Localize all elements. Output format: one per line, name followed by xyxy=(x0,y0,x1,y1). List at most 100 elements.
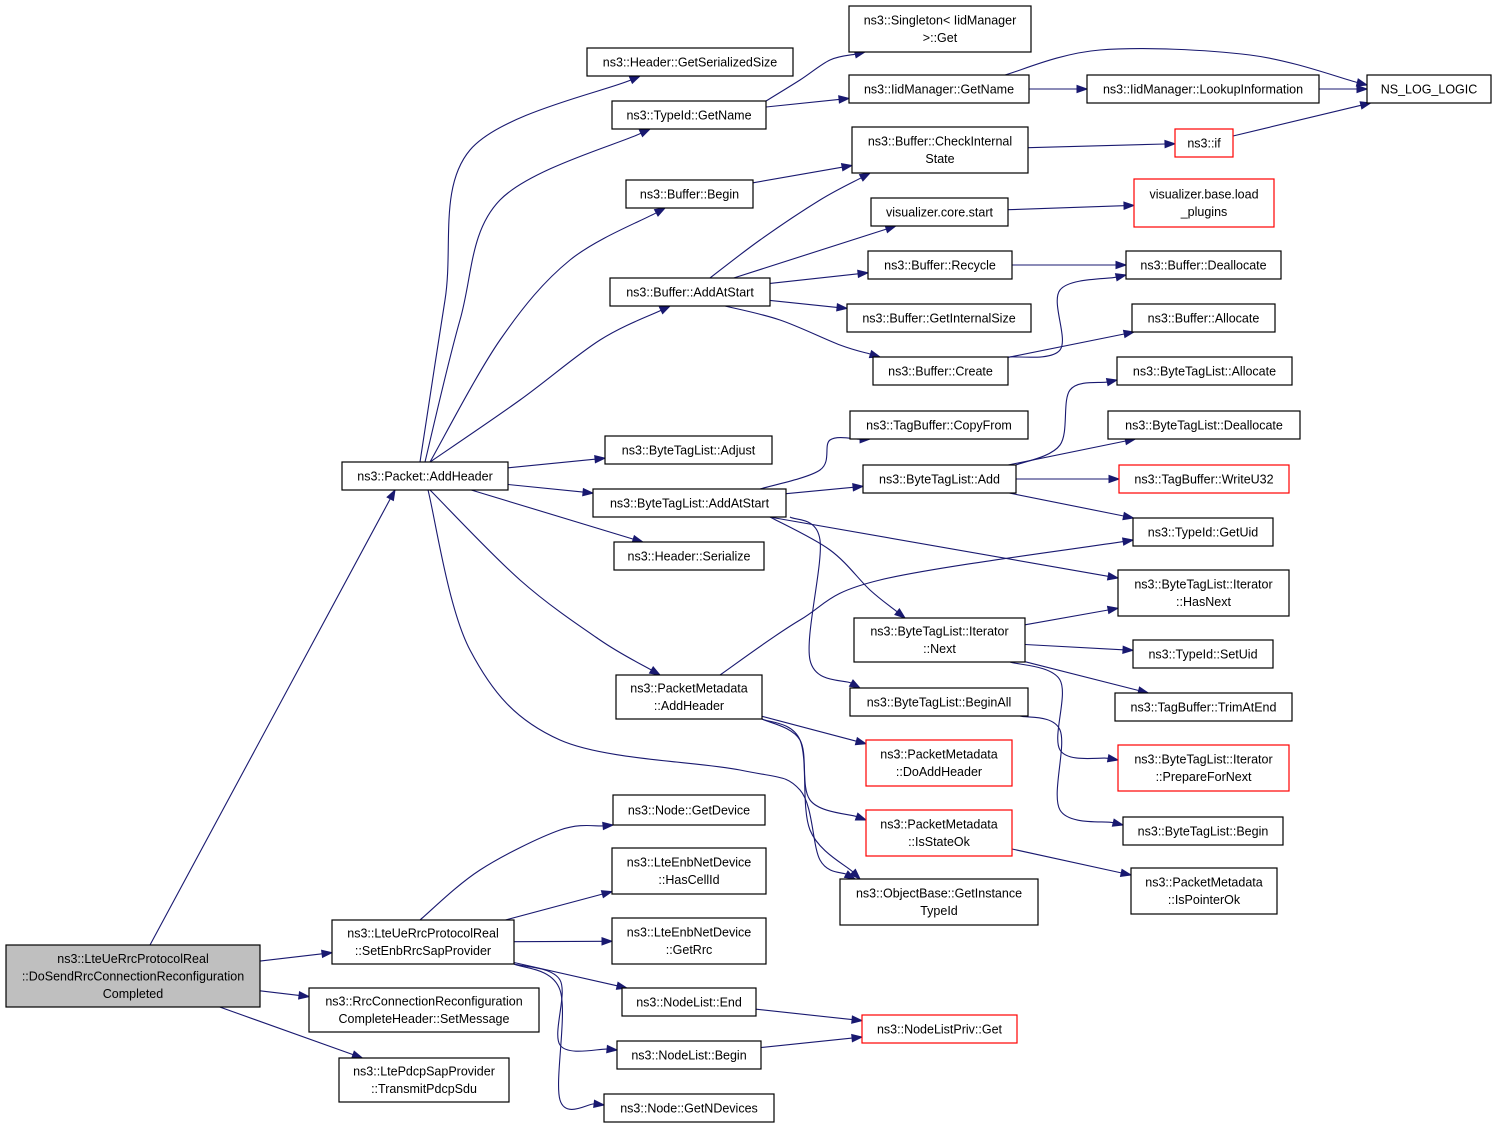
node-btl-iter-prep-next[interactable]: ns3::ByteTagList::Iterator::PrepareForNe… xyxy=(1117,744,1290,792)
node-btl-begin-all[interactable]: ns3::ByteTagList::BeginAll xyxy=(849,687,1029,717)
node-box xyxy=(846,303,1032,333)
edge-btlAddAtStart-to-btlAdd xyxy=(785,483,865,495)
node-btl-iter-has-next[interactable]: ns3::ByteTagList::Iterator::HasNext xyxy=(1117,569,1290,617)
edge-line xyxy=(507,458,596,469)
node-type-id-get-uid[interactable]: ns3::TypeId::GetUid xyxy=(1132,517,1274,547)
node-box xyxy=(331,919,515,965)
node-btl-allocate[interactable]: ns3::ByteTagList::Allocate xyxy=(1116,356,1293,386)
edge-line xyxy=(419,824,604,921)
arrowhead-icon xyxy=(1108,474,1121,484)
node-btl-add-at-start[interactable]: ns3::ByteTagList::AddAtStart xyxy=(592,488,787,518)
node-ns-log-logic[interactable]: NS_LOG_LOGIC xyxy=(1366,74,1492,104)
node-root: ns3::LteUeRrcProtocolReal::DoSendRrcConn… xyxy=(5,944,261,1008)
edge-addHeader-to-bufferAddAtStart xyxy=(429,305,672,463)
node-node-list-end[interactable]: ns3::NodeList::End xyxy=(621,987,757,1017)
node-box xyxy=(1366,74,1492,104)
node-viz-load-plugins[interactable]: visualizer.base.load_plugins xyxy=(1133,178,1275,228)
node-box xyxy=(853,617,1026,663)
arrowhead-icon xyxy=(1119,868,1133,877)
node-buf-create[interactable]: ns3::Buffer::Create xyxy=(872,356,1009,386)
node-label-line: ns3::Header::Serialize xyxy=(628,549,751,563)
arrowhead-icon xyxy=(849,868,862,881)
node-node-get-device[interactable]: ns3::Node::GetDevice xyxy=(612,794,766,826)
node-label-line: ns3::IidManager::GetName xyxy=(864,82,1014,96)
arrowhead-icon xyxy=(1114,273,1128,282)
edge-addHeader-to-btlAdjust xyxy=(507,454,607,469)
node-btl-add[interactable]: ns3::ByteTagList::Add xyxy=(862,464,1017,494)
node-viz-core-start[interactable]: visualizer.core.start xyxy=(870,197,1009,227)
node-btl-begin[interactable]: ns3::ByteTagList::Begin xyxy=(1122,816,1284,846)
edge-bufRecycle-to-bufDeallocate xyxy=(1012,260,1128,270)
node-add-header[interactable]: ns3::Packet::AddHeader xyxy=(341,461,509,491)
node-singleton-get[interactable]: ns3::Singleton< IidManager>::Get xyxy=(848,5,1032,53)
node-node-list-begin[interactable]: ns3::NodeList::Begin xyxy=(616,1040,762,1070)
node-box xyxy=(621,987,757,1017)
edge-line xyxy=(219,1006,354,1056)
node-box xyxy=(1114,692,1293,722)
edge-btlIterNext-to-tagBufTrimAtEnd xyxy=(1024,661,1150,695)
node-hdr-serialize[interactable]: ns3::Header::Serialize xyxy=(613,541,765,571)
node-box xyxy=(308,987,540,1033)
node-enb-get-rrc[interactable]: ns3::LteEnbNetDevice::GetRrc xyxy=(611,917,767,965)
node-buf-deallocate[interactable]: ns3::Buffer::Deallocate xyxy=(1125,250,1282,280)
node-iid-get-name[interactable]: ns3::IidManager::GetName xyxy=(848,74,1030,104)
edge-line xyxy=(769,516,1109,577)
node-box xyxy=(848,5,1032,53)
node-pm-is-state-ok[interactable]: ns3::PacketMetadata::IsStateOk xyxy=(865,809,1013,857)
node-buf-get-internal-size[interactable]: ns3::Buffer::GetInternalSize xyxy=(846,303,1032,333)
node-btl-adjust[interactable]: ns3::ByteTagList::Adjust xyxy=(604,435,773,465)
edge-setEnbRrcSap-to-nodeListBegin xyxy=(513,963,619,1054)
node-label-line: ns3::PacketMetadata xyxy=(880,748,997,762)
node-buffer-begin[interactable]: ns3::Buffer::Begin xyxy=(625,179,754,209)
edge-line xyxy=(1009,661,1109,760)
node-buf-allocate[interactable]: ns3::Buffer::Allocate xyxy=(1131,303,1276,333)
node-ns3-if[interactable]: ns3::if xyxy=(1174,128,1234,158)
node-box xyxy=(615,674,763,720)
arrowhead-icon xyxy=(602,821,615,831)
node-type-id-get-name[interactable]: ns3::TypeId::GetName xyxy=(611,100,767,130)
edge-iidGetName-to-iidLookupInfo xyxy=(1029,84,1089,94)
arrowhead-icon xyxy=(848,679,862,689)
node-hdr-get-ser-size[interactable]: ns3::Header::GetSerializedSize xyxy=(586,47,794,77)
node-rrc-set-msg[interactable]: ns3::RrcConnectionReconfigurationComplet… xyxy=(308,987,540,1033)
node-pm-is-pointer-ok[interactable]: ns3::PacketMetadata::IsPointerOk xyxy=(1130,867,1278,915)
node-transmit-pdcp[interactable]: ns3::LtePdcpSapProvider::TransmitPdcpSdu xyxy=(338,1057,510,1103)
node-iid-lookup-info[interactable]: ns3::IidManager::LookupInformation xyxy=(1086,74,1320,104)
edge-line xyxy=(505,893,603,921)
node-node-list-priv-get[interactable]: ns3::NodeListPriv::Get xyxy=(861,1014,1018,1044)
edge-line xyxy=(1015,381,1108,466)
edge-bufCheckInternal-to-ns3If xyxy=(1027,139,1177,149)
node-set-enb-rrc-sap[interactable]: ns3::LteUeRrcProtocolReal::SetEnbRrcSapP… xyxy=(331,919,515,965)
node-pm-add-header[interactable]: ns3::PacketMetadata::AddHeader xyxy=(615,674,763,720)
arrowhead-icon xyxy=(386,488,396,502)
node-type-id-set-uid[interactable]: ns3::TypeId::SetUid xyxy=(1132,639,1274,669)
edge-line xyxy=(789,516,852,684)
node-tag-buf-copy-from[interactable]: ns3::TagBuffer::CopyFrom xyxy=(849,410,1029,440)
edge-line xyxy=(429,309,662,463)
edge-line xyxy=(1004,48,1358,84)
node-buf-recycle[interactable]: ns3::Buffer::Recycle xyxy=(867,250,1013,280)
edge-addHeader-to-hdrGetSerSize xyxy=(419,75,642,463)
node-box xyxy=(862,464,1017,494)
node-label-line: visualizer.base.load xyxy=(1149,188,1258,202)
edge-line xyxy=(709,177,862,279)
arrowhead-icon xyxy=(1164,139,1177,149)
node-btl-iter-next[interactable]: ns3::ByteTagList::Iterator::Next xyxy=(853,617,1026,663)
node-box xyxy=(611,847,767,895)
node-node-get-n-devices[interactable]: ns3::Node::GetNDevices xyxy=(603,1093,775,1123)
edge-setEnbRrcSap-to-enbGetRrc xyxy=(513,936,614,946)
arrowhead-icon xyxy=(1355,78,1369,87)
node-pm-do-add-header[interactable]: ns3::PacketMetadata::DoAddHeader xyxy=(865,739,1013,787)
node-tag-buf-write-u32[interactable]: ns3::TagBuffer::WriteU32 xyxy=(1118,464,1290,494)
edge-line xyxy=(759,437,861,490)
node-box xyxy=(612,794,766,826)
node-tag-buf-trim-at-end[interactable]: ns3::TagBuffer::TrimAtEnd xyxy=(1114,692,1293,722)
edge-line xyxy=(429,489,652,671)
node-box xyxy=(865,809,1013,857)
node-enb-has-cell-id[interactable]: ns3::LteEnbNetDevice::HasCellId xyxy=(611,847,767,895)
node-buffer-add-at-start[interactable]: ns3::Buffer::AddAtStart xyxy=(609,277,771,307)
node-btl-deallocate[interactable]: ns3::ByteTagList::Deallocate xyxy=(1107,410,1301,440)
edge-btlAddAtStart-to-btlIterNext xyxy=(769,516,907,619)
